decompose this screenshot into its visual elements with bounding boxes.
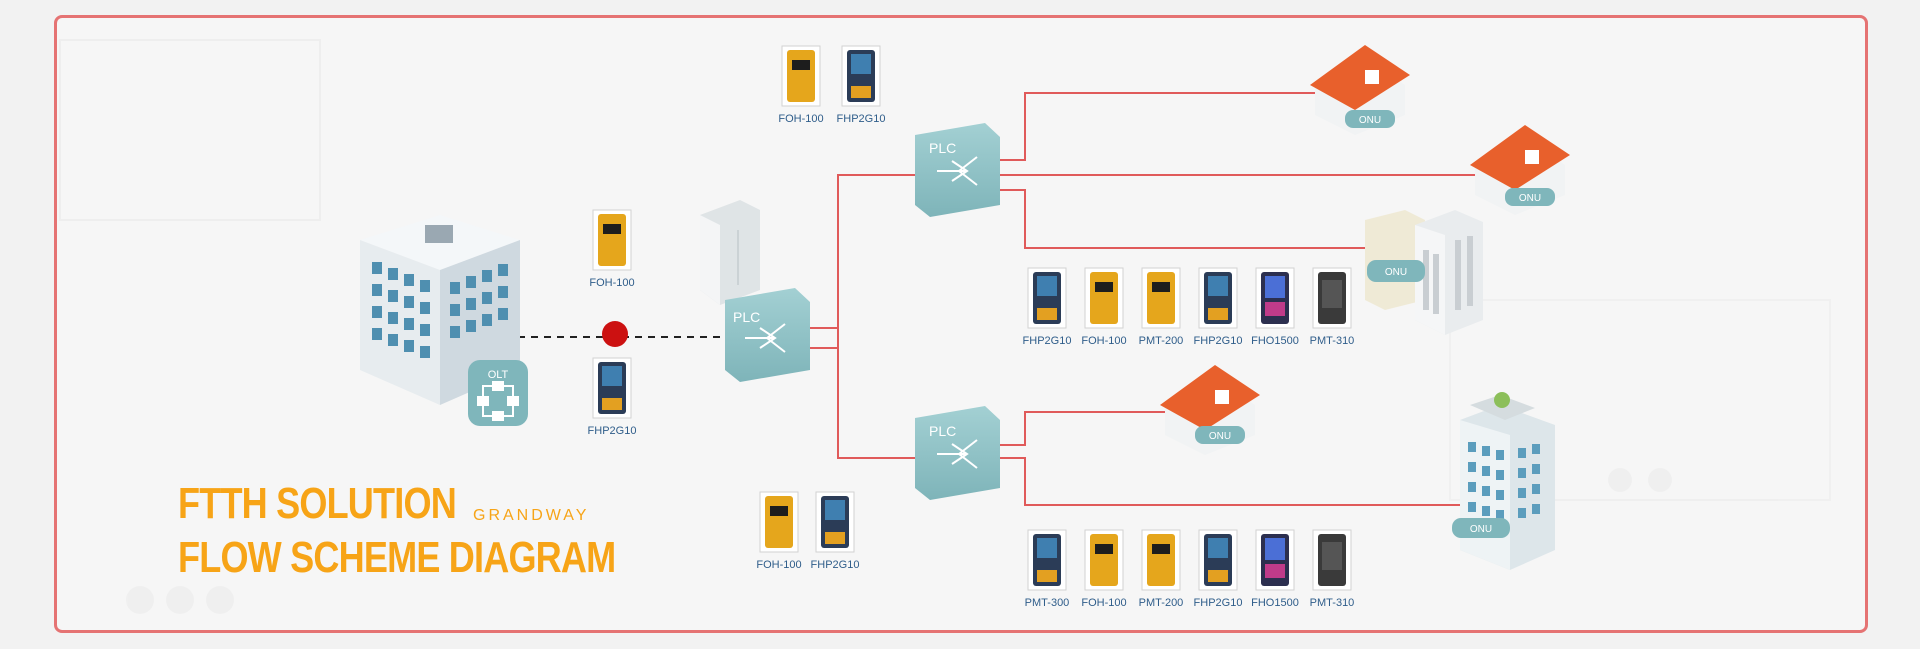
instrument-label: FHO1500 <box>1251 597 1299 609</box>
instrument-label: FHP2G10 <box>1194 597 1243 609</box>
instrument-label: PMT-300 <box>1025 597 1070 609</box>
fiber-plc1-trunk <box>808 174 918 329</box>
instrument-fho1500[interactable]: FHO1500 <box>1251 267 1299 347</box>
instrument-fhp2g10[interactable]: FHP2G10 <box>1023 267 1072 347</box>
instrument-pmt-300[interactable]: PMT-300 <box>1025 529 1070 609</box>
instrument-foh-100[interactable]: FOH-100 <box>589 209 635 289</box>
onu-label: ONU <box>1519 193 1541 204</box>
plc-label: PLC <box>733 309 760 325</box>
plc-label: PLC <box>929 423 956 439</box>
tower-onu[interactable]: ONU <box>1452 392 1555 570</box>
instrument-label: FHP2G10 <box>811 559 860 571</box>
test-point-marker <box>602 321 628 347</box>
instrument-label: PMT-200 <box>1139 597 1184 609</box>
instrument-pmt-200[interactable]: PMT-200 <box>1139 267 1184 347</box>
instrument-fhp2g10[interactable]: FHP2G10 <box>588 357 637 437</box>
fiber-plc3-house <box>1000 411 1168 446</box>
instrument-fhp2g10[interactable]: FHP2G10 <box>1194 529 1243 609</box>
instrument-label: FOH-100 <box>589 277 634 289</box>
onu-label: ONU <box>1385 267 1407 278</box>
instrument-label: FHP2G10 <box>837 113 886 125</box>
house-onu-2[interactable]: ONU <box>1470 125 1570 215</box>
instrument-label: FOH-100 <box>1081 335 1126 347</box>
page-title-line2: FLOW SCHEME DIAGRAM <box>178 533 616 582</box>
plc-label: PLC <box>929 140 956 156</box>
instrument-label: FHP2G10 <box>1023 335 1072 347</box>
instrument-label: FOH-100 <box>778 113 823 125</box>
fiber-plc1-bottom <box>837 328 918 459</box>
apartment-onu[interactable]: ONU <box>1365 210 1483 335</box>
instrument-foh-100[interactable]: FOH-100 <box>1081 267 1127 347</box>
instrument-label: FOH-100 <box>756 559 801 571</box>
instrument-label: PMT-200 <box>1139 335 1184 347</box>
instrument-foh-100[interactable]: FOH-100 <box>756 491 802 571</box>
instrument-fhp2g10[interactable]: FHP2G10 <box>837 45 886 125</box>
olt-node[interactable]: OLT <box>468 360 528 426</box>
onu-label: ONU <box>1359 115 1381 126</box>
onu-label: ONU <box>1470 524 1492 535</box>
instrument-label: FHO1500 <box>1251 335 1299 347</box>
instrument-fhp2g10[interactable]: FHP2G10 <box>811 491 860 571</box>
instrument-foh-100[interactable]: FOH-100 <box>778 45 824 125</box>
fiber-plc2-building <box>1000 189 1368 249</box>
olt-label: OLT <box>488 369 509 381</box>
fiber-cabinet <box>700 200 760 305</box>
brand-name: GRANDWAY <box>473 507 590 524</box>
fiber-plc2-house1 <box>1000 92 1318 161</box>
plc-splitter-2[interactable]: PLC <box>915 123 1000 217</box>
page-title-line1: FTTH SOLUTION <box>178 479 457 528</box>
instrument-pmt-200[interactable]: PMT-200 <box>1139 529 1184 609</box>
instrument-pmt-310[interactable]: PMT-310 <box>1310 267 1355 347</box>
instrument-label: PMT-310 <box>1310 335 1355 347</box>
fiber-links <box>808 92 1478 506</box>
instrument-label: FHP2G10 <box>588 425 637 437</box>
onu-label: ONU <box>1209 431 1231 442</box>
instrument-label: FHP2G10 <box>1194 335 1243 347</box>
diagram-frame <box>54 15 1868 633</box>
background-pattern <box>59 39 1831 614</box>
house-onu-3[interactable]: ONU <box>1160 365 1260 455</box>
instrument-foh-100[interactable]: FOH-100 <box>1081 529 1127 609</box>
plc-splitter-3[interactable]: PLC <box>915 406 1000 500</box>
plc-splitter-1[interactable]: PLC <box>725 288 810 382</box>
fiber-plc3-tower <box>1000 457 1468 506</box>
instrument-pmt-310[interactable]: PMT-310 <box>1310 529 1355 609</box>
instrument-fho1500[interactable]: FHO1500 <box>1251 529 1299 609</box>
instrument-fhp2g10[interactable]: FHP2G10 <box>1194 267 1243 347</box>
instrument-label: PMT-310 <box>1310 597 1355 609</box>
instrument-label: FOH-100 <box>1081 597 1126 609</box>
house-onu-1[interactable]: ONU <box>1310 45 1410 135</box>
